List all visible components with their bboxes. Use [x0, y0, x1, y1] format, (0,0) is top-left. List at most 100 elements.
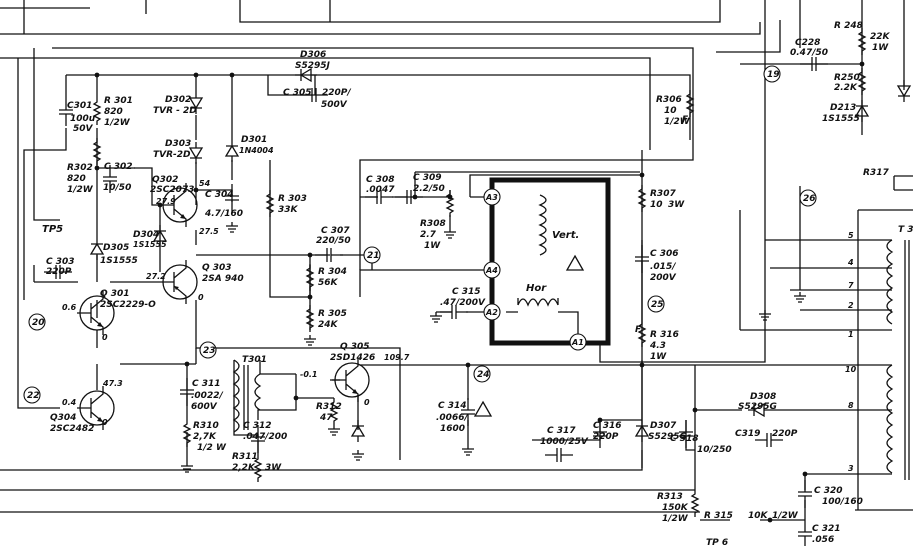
d308-ref: D308: [750, 392, 776, 402]
c317-value: 1000/25V: [540, 437, 589, 447]
r316-ref: R 316: [650, 330, 679, 340]
c228-value: 0.47/50: [790, 48, 828, 58]
r315-rating: 1/2W: [772, 511, 799, 521]
component-labels: R 301 820 1/2W R302 820 1/2W R 303 33K R…: [42, 21, 913, 546]
node-marker: 19: [767, 70, 780, 80]
c309-value: 2.2/50: [413, 184, 445, 194]
tp5-label: TP5: [42, 224, 63, 235]
d302-ref: D302: [165, 95, 191, 105]
r313-ref: R313: [657, 492, 683, 502]
q304-part: 2SC2482: [50, 424, 94, 434]
c312-value: .047/200: [243, 432, 287, 442]
c318-value: 10/250: [697, 445, 732, 455]
node-marker: 20: [32, 318, 45, 328]
d213-part: 1S1555: [822, 114, 860, 124]
c301-ref: C301: [67, 101, 92, 111]
c306-rating: 200V: [650, 273, 677, 283]
c321-value: .056: [812, 535, 834, 545]
c319-ref: C319: [735, 429, 760, 439]
r248-ref: R 248: [834, 21, 863, 31]
r308-ref: R308: [420, 219, 446, 229]
c309-ref: C 309: [413, 173, 442, 183]
r307-value: 10: [650, 200, 663, 210]
voltage-label: 0.4: [62, 398, 77, 407]
voltage-label: 27.5: [199, 227, 219, 236]
d305-ref: D305: [103, 243, 129, 253]
d304-ref: D304: [133, 230, 159, 240]
node-marker: 23: [203, 346, 216, 356]
pin-label: 5: [848, 231, 854, 240]
c303-ref: C 303: [46, 257, 75, 267]
r302-rating: 1/2W: [67, 185, 94, 195]
r304-value: 56K: [318, 278, 339, 288]
node-marker: 22: [27, 391, 40, 401]
q303-part: 2SA 940: [202, 274, 244, 284]
r305-ref: R 305: [318, 309, 347, 319]
pin-label: 8: [848, 401, 854, 410]
q303-ref: Q 303: [202, 263, 232, 273]
d303-ref: D303: [165, 139, 191, 149]
voltage-label: 47.3: [102, 379, 123, 388]
c304-ref: C 304: [205, 190, 234, 200]
c318-ref: C 318: [670, 434, 699, 444]
q302-ref: Q302: [152, 175, 178, 185]
c320-ref: C 320: [814, 486, 843, 496]
d307-part: S5295G: [648, 432, 687, 442]
r248-rating: 1W: [872, 43, 889, 53]
r315-value: 10K: [748, 511, 769, 521]
c311-ref: C 311: [192, 379, 221, 389]
voltage-label: 27.2: [146, 272, 166, 281]
c316-ref: C 316: [593, 421, 622, 431]
t3-ref: T 3: [898, 225, 913, 235]
pin-label: 1: [848, 330, 854, 339]
c315-ref: C 315: [452, 287, 481, 297]
c304-value: 4.7/160: [204, 209, 243, 219]
r307-ref: R307: [650, 189, 676, 199]
voltage-label: 0.6: [62, 303, 77, 312]
c311-value: .0022/: [191, 391, 223, 401]
c305-ref: C 305: [283, 88, 312, 98]
r311-value: 2,2K: [232, 463, 256, 473]
r307-rating: 3W: [668, 200, 685, 210]
r305-value: 24K: [318, 320, 339, 330]
r316-note: F: [635, 325, 642, 335]
pin-label: 3: [848, 464, 854, 473]
c305-rating: 500V: [321, 100, 348, 110]
node-marker: 24: [477, 370, 490, 380]
r308-rating: 1W: [424, 241, 441, 251]
r306-note: F: [682, 115, 689, 125]
c303-value: 220P: [46, 267, 72, 277]
voltage-label: -0.1: [300, 370, 318, 379]
r311-ref: R311: [232, 452, 258, 462]
r316-rating: 1W: [650, 352, 667, 362]
c305-value: 220P/: [322, 88, 351, 98]
r306-value: 10: [664, 106, 677, 116]
r311-rating: 3W: [265, 463, 282, 473]
q305-part: 2SD1426: [330, 353, 375, 363]
c320-value: 100/160: [822, 497, 863, 507]
yoke-pin-a2: A2: [485, 308, 498, 317]
voltage-label: 0: [102, 418, 108, 427]
r303-ref: R 303: [278, 194, 307, 204]
d304-part: 1S1555: [133, 240, 167, 249]
r317-ref: R317: [863, 168, 889, 178]
c301-rating: 50V: [73, 124, 94, 134]
r313-value: 150K: [662, 503, 689, 513]
yoke-pins: A3 A4 A2 A1 Vert. Hor: [483, 188, 587, 351]
r301-rating: 1/2W: [104, 118, 131, 128]
c301-value: 100u: [70, 114, 96, 124]
node-marker: 26: [803, 194, 816, 204]
voltage-label: 0: [198, 293, 204, 302]
voltage-label: 109.7: [384, 353, 410, 362]
node-marker: 21: [367, 251, 380, 261]
c308-value: .0047: [366, 185, 395, 195]
d303-part: TVR-2D: [153, 150, 191, 160]
c316-value: 220P: [593, 432, 619, 442]
q305-ref: Q 305: [340, 342, 370, 352]
junction-dots: [94, 61, 865, 523]
q301-ref: Q 301: [100, 289, 130, 299]
r302-value: 820: [67, 174, 86, 184]
r315-ref: R 315: [704, 511, 733, 521]
c314-value: .0066/: [436, 413, 468, 423]
c317-ref: C 317: [547, 426, 576, 436]
